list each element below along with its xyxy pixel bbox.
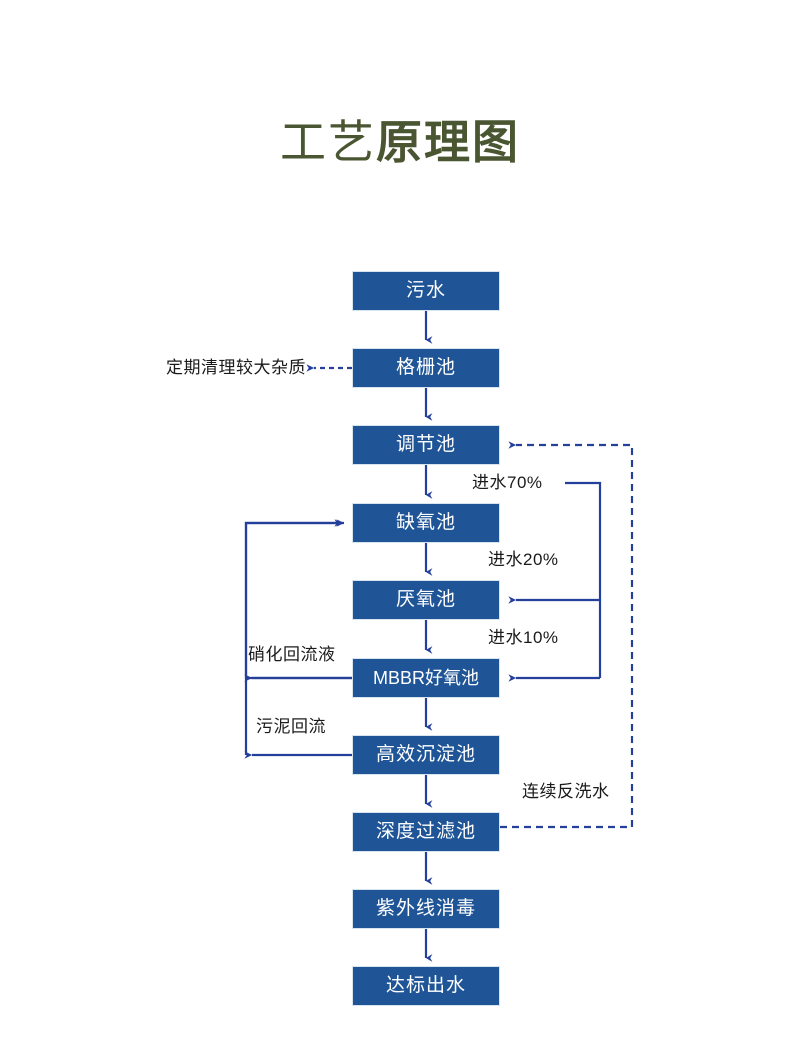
box-wastewater[interactable]: 污水	[352, 271, 500, 311]
label-nitrification-return: 硝化回流液	[248, 645, 336, 664]
label-influent-20: 进水20%	[488, 550, 559, 569]
page-title-bold: 原理图	[376, 116, 520, 168]
box-anaerobic-tank[interactable]: 厌氧池	[352, 580, 500, 620]
box-regulating-tank[interactable]: 调节池	[352, 425, 500, 465]
box-hi-eff-settler[interactable]: 高效沉淀池	[352, 735, 500, 775]
box-grid-tank[interactable]: 格栅池	[352, 348, 500, 388]
box-uv-disinfect[interactable]: 紫外线消毒	[352, 889, 500, 929]
label-sludge-return: 污泥回流	[256, 717, 326, 736]
label-influent-10: 进水10%	[488, 628, 559, 647]
box-effluent[interactable]: 达标出水	[352, 966, 500, 1006]
page-title-light: 工艺	[280, 116, 376, 168]
box-deep-filter[interactable]: 深度过滤池	[352, 812, 500, 852]
box-mbbr-aerobic[interactable]: MBBR好氧池	[352, 658, 500, 698]
page-title: 工艺原理图	[0, 112, 800, 172]
label-backwash-water: 连续反洗水	[522, 782, 610, 801]
box-anoxic-tank[interactable]: 缺氧池	[352, 503, 500, 543]
label-influent-70: 进水70%	[472, 473, 543, 492]
wire-influent-70-spine	[565, 481, 602, 678]
label-clean-debris: 定期清理较大杂质	[166, 358, 306, 377]
